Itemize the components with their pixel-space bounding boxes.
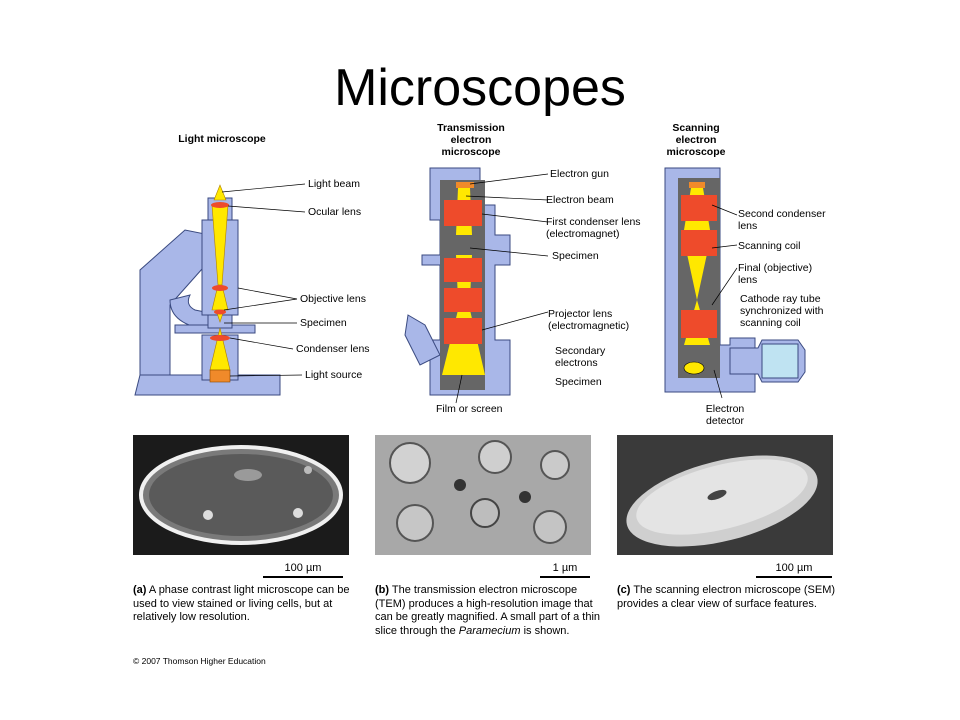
light-microscope-diagram: [134, 183, 306, 396]
label-electron-detector: Electron detector: [705, 403, 745, 427]
caption-a-text: A phase contrast light microscope can be…: [133, 584, 350, 623]
caption-c-tag: (c): [617, 584, 631, 596]
label-specimen-light: Specimen: [300, 317, 347, 329]
copyright-notice: © 2007 Thomson Higher Education: [133, 656, 266, 666]
photo-tem-micrograph: [375, 435, 591, 555]
label-projector-lens: Projector lens (electromagnetic): [548, 308, 630, 332]
caption-b-end: is shown.: [523, 624, 570, 637]
label-specimen-sem: Specimen: [555, 376, 602, 388]
light-beam-path: [209, 184, 231, 371]
light-microscope-heading: Light microscope: [178, 133, 266, 145]
label-ocular-lens: Ocular lens: [308, 206, 362, 218]
light-lenses: [209, 202, 231, 383]
sem-lenses: [681, 182, 717, 375]
label-cathode-ray-tube: Cathode ray tube synchronized with scann…: [740, 293, 824, 329]
label-scanning-coil: Scanning coil: [738, 240, 801, 252]
light-microscope-body: [134, 197, 281, 396]
sem-heading: Scanning electron microscope: [666, 122, 726, 158]
label-first-condenser-lens: First condenser lens (electromagnet): [546, 216, 641, 240]
caption-a-tag: (a): [133, 584, 147, 596]
scale-bar-c: [756, 576, 832, 578]
scale-bar-b: [540, 576, 590, 578]
label-film-or-screen: Film or screen: [436, 403, 503, 415]
caption-b: (b) The transmission electron microscope…: [375, 584, 603, 638]
light-leader-lines: [221, 183, 306, 377]
label-light-beam: Light beam: [308, 178, 360, 190]
label-secondary-electrons: Secondary electrons: [555, 345, 606, 369]
tem-diagram: [404, 167, 549, 404]
caption-c-text: The scanning electron microscope (SEM) p…: [617, 584, 836, 610]
photo-light-micrograph: [133, 435, 349, 555]
page-title: Microscopes: [334, 59, 626, 117]
scale-label-b: 1 µm: [552, 562, 578, 574]
caption-b-italic: Paramecium: [458, 624, 521, 637]
label-electron-gun: Electron gun: [550, 168, 609, 180]
photo-sem-micrograph: [617, 435, 833, 555]
tem-heading: Transmission electron microscope: [437, 122, 505, 158]
sem-diagram: [664, 167, 806, 399]
label-specimen-tem: Specimen: [552, 250, 599, 262]
label-objective-lens: Objective lens: [300, 293, 366, 305]
scale-label-c: 100 µm: [775, 562, 813, 574]
caption-b-tag: (b): [375, 584, 390, 596]
label-second-condenser-lens: Second condenser lens: [738, 208, 826, 232]
caption-a: (a) A phase contrast light microscope ca…: [133, 584, 361, 625]
scale-bar-a: [263, 576, 343, 578]
label-electron-beam: Electron beam: [546, 194, 614, 206]
label-light-source: Light source: [305, 369, 363, 381]
sem-leader-lines: [711, 204, 738, 399]
scale-label-a: 100 µm: [284, 562, 322, 574]
label-condenser-lens: Condenser lens: [296, 343, 370, 355]
tem-lenses: [444, 182, 482, 344]
label-final-objective-lens: Final (objective) lens: [738, 262, 813, 286]
tem-leader-lines: [455, 173, 549, 404]
caption-c: (c) The scanning electron microscope (SE…: [617, 584, 845, 611]
caption-b-text: The transmission electron microscope (TE…: [375, 584, 601, 637]
